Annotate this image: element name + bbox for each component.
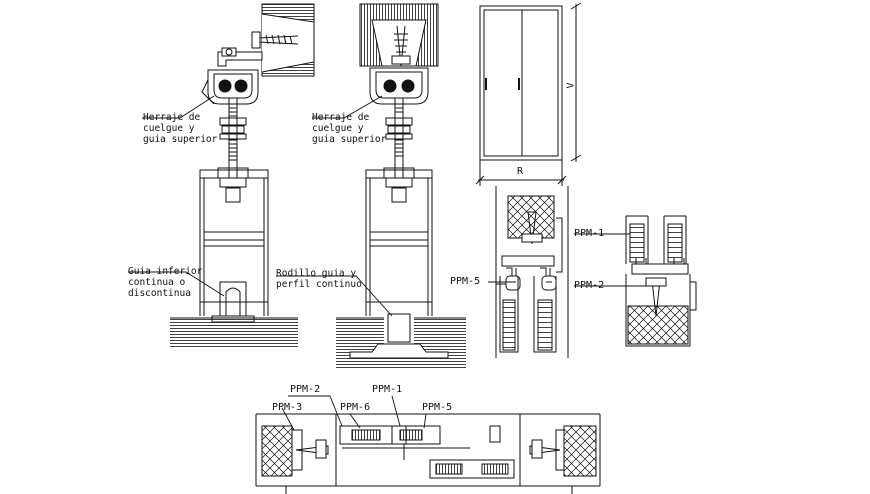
leader-lines	[128, 96, 650, 430]
vertical-section-ppm5	[496, 186, 568, 358]
label-ppm5-side: PPM-5	[450, 276, 481, 287]
dimension-v: V	[565, 82, 577, 89]
label-ppm2-side: PPM-2	[574, 280, 605, 291]
hanger-detail-left	[170, 4, 314, 348]
label-ppm6-plan: PPM-6	[340, 402, 371, 413]
label-guide-inferior: Guia inferior continua o discontinua	[128, 266, 203, 299]
door-elevation	[476, 3, 581, 186]
hanger-detail-right	[336, 4, 466, 370]
label-ppm3-plan: PPM-3	[272, 402, 303, 413]
label-hanger-right: Herraje de cuelgue y guia superior	[312, 112, 387, 145]
section-ppm1-ppm2	[626, 216, 696, 346]
label-hanger-left: Herraje de cuelgue y guia superior	[143, 112, 218, 145]
label-ppm5-plan: PPM-5	[422, 402, 453, 413]
label-roller: Rodillo guia y perfil continuo	[276, 268, 362, 290]
label-ppm2-plan: PPM-2	[290, 384, 321, 395]
label-ppm1-side: PPM-1	[574, 228, 605, 239]
dimension-r: R	[517, 166, 524, 177]
plan-section	[256, 414, 600, 494]
label-ppm1-plan: PPM-1	[372, 384, 403, 395]
